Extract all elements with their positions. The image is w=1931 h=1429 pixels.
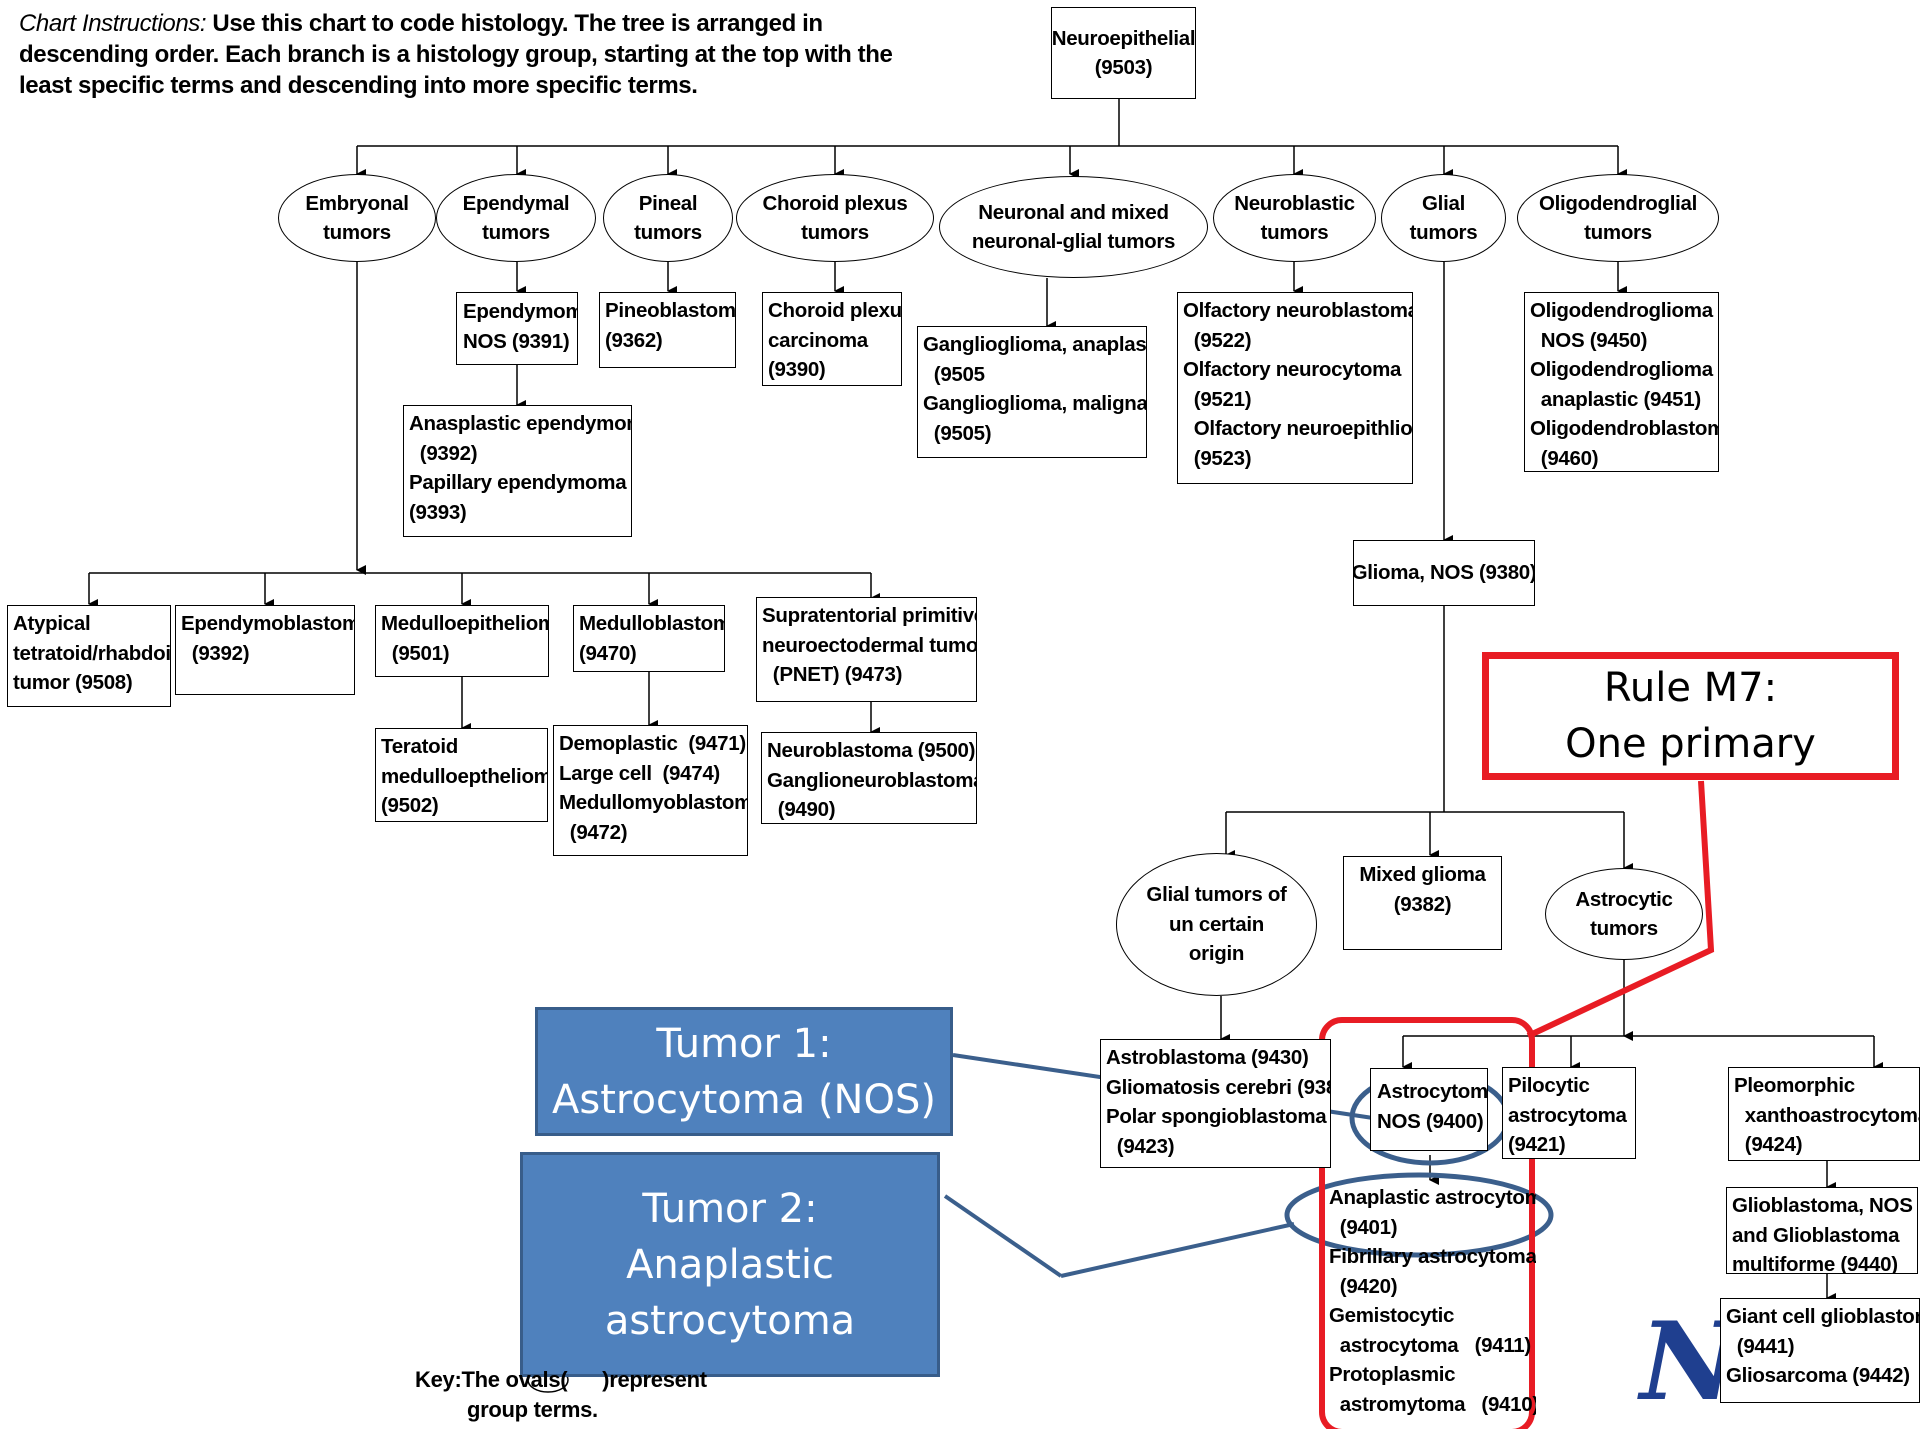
node-pineoblastoma: Pineoblastoma (9362) xyxy=(599,292,736,368)
callout-tumor-2: Tumor 2: Anaplastic astrocytoma xyxy=(520,1152,940,1377)
instructions-lead: Chart Instructions: xyxy=(19,10,207,37)
key-line-1: Key:The ovals( )represent xyxy=(415,1367,707,1392)
anaplastic-astrocytoma-highlight xyxy=(1284,1172,1554,1258)
node-astrocytoma-nos: Astrocytoma, NOS (9400) xyxy=(1370,1068,1488,1151)
node-atypical-teratoid: Atypical tetratoid/rhabdoid tumor (9508) xyxy=(7,605,171,707)
oval-oligodendroglial-tumors: Oligodendroglial tumors xyxy=(1517,174,1719,262)
node-astroblastoma-group: Astroblastoma (9430) Gliomatosis cerebri… xyxy=(1100,1039,1331,1168)
chart-instructions: Chart Instructions: Use this chart to co… xyxy=(19,8,899,101)
node-ganglioglioma: Ganglioglioma, anaplastic (9505 Gangliog… xyxy=(917,326,1147,458)
node-giant-cell-glioblastoma: Giant cell glioblastoma (9441) Gliosarco… xyxy=(1720,1298,1920,1403)
oval-pineal-tumors: Pineal tumors xyxy=(603,174,733,262)
oval-choroid-plexus-tumors: Choroid plexus tumors xyxy=(736,174,934,262)
oval-embryonal-tumors: Embryonal tumors xyxy=(278,174,436,262)
node-anaplastic-astrocytoma-group: Anaplastic astrocytoma (9401) Fibrillary… xyxy=(1329,1186,1536,1416)
oval-neuroblastic-tumors: Neuroblastic tumors xyxy=(1213,174,1376,262)
node-glioma-nos: Glioma, NOS (9380) xyxy=(1353,540,1535,606)
node-pilocytic-astrocytoma: Pilocytic astrocytoma (9421) xyxy=(1502,1067,1636,1159)
callout-tumor-1: Tumor 1: Astrocytoma (NOS) xyxy=(535,1007,953,1136)
node-ependymoblastoma: Ependymoblastoma (9392) xyxy=(175,605,355,695)
instructions-body: Use this chart to code histology. The tr… xyxy=(19,10,893,99)
node-anaplastic-ependymoma: Anasplastic ependymoma (9392) Papillary … xyxy=(403,405,632,537)
node-pnet: Supratentorial primitive neuroectodermal… xyxy=(756,597,977,702)
node-medulloblastoma: Medulloblastoma (9470) xyxy=(573,605,725,672)
node-glioblastoma: Glioblastoma, NOS and Glioblastoma multi… xyxy=(1726,1187,1918,1274)
callout-rule-m7: Rule M7: One primary xyxy=(1482,652,1899,780)
node-medulloepithelioma: Medulloepithelioma (9501) xyxy=(375,605,549,677)
key-line-2: group terms. xyxy=(467,1397,598,1422)
node-neuroepithelial: Neuroepithelial (9503) xyxy=(1051,7,1196,99)
node-mixed-glioma: Mixed glioma (9382) xyxy=(1343,856,1502,950)
legend-key: Key:The ovals( )represent group terms. xyxy=(415,1365,795,1425)
node-choroid-plexus-carcinoma: Choroid plexus carcinoma (9390) xyxy=(762,292,902,386)
oval-glial-tumors: Glial tumors xyxy=(1381,174,1506,262)
node-medulloblastoma-variants: Demoplastic (9471) Large cell (9474) Med… xyxy=(553,725,748,856)
node-pleomorphic-xanthoastrocytoma: Pleomorphic xanthoastrocytoma (9424) xyxy=(1728,1067,1920,1161)
multiple-primaries-highlight xyxy=(1319,1017,1535,1429)
oval-neuronal-mixed-tumors: Neuronal and mixed neuronal-glial tumors xyxy=(939,176,1208,278)
node-ependymoma-nos: Ependymoma, NOS (9391) xyxy=(456,292,578,365)
oval-astrocytic-tumors: Astrocytic tumors xyxy=(1545,868,1703,960)
node-oligodendroglioma: Oligodendroglioma NOS (9450) Oligodendro… xyxy=(1524,292,1719,472)
node-teratoid-medulloepthelioma: Teratoid medulloepthelioma (9502) xyxy=(375,728,548,822)
rule-box-connector xyxy=(1526,780,1715,1039)
oval-ependymal-tumors: Ependymal tumors xyxy=(436,174,596,262)
oval-glial-uncertain-origin: Glial tumors of un certain origin xyxy=(1116,853,1317,996)
node-neuroblastoma: Neuroblastoma (9500) Ganglioneuroblastom… xyxy=(761,732,977,824)
node-olfactory: Olfactory neuroblastoma (9522) Olfactory… xyxy=(1177,292,1413,484)
